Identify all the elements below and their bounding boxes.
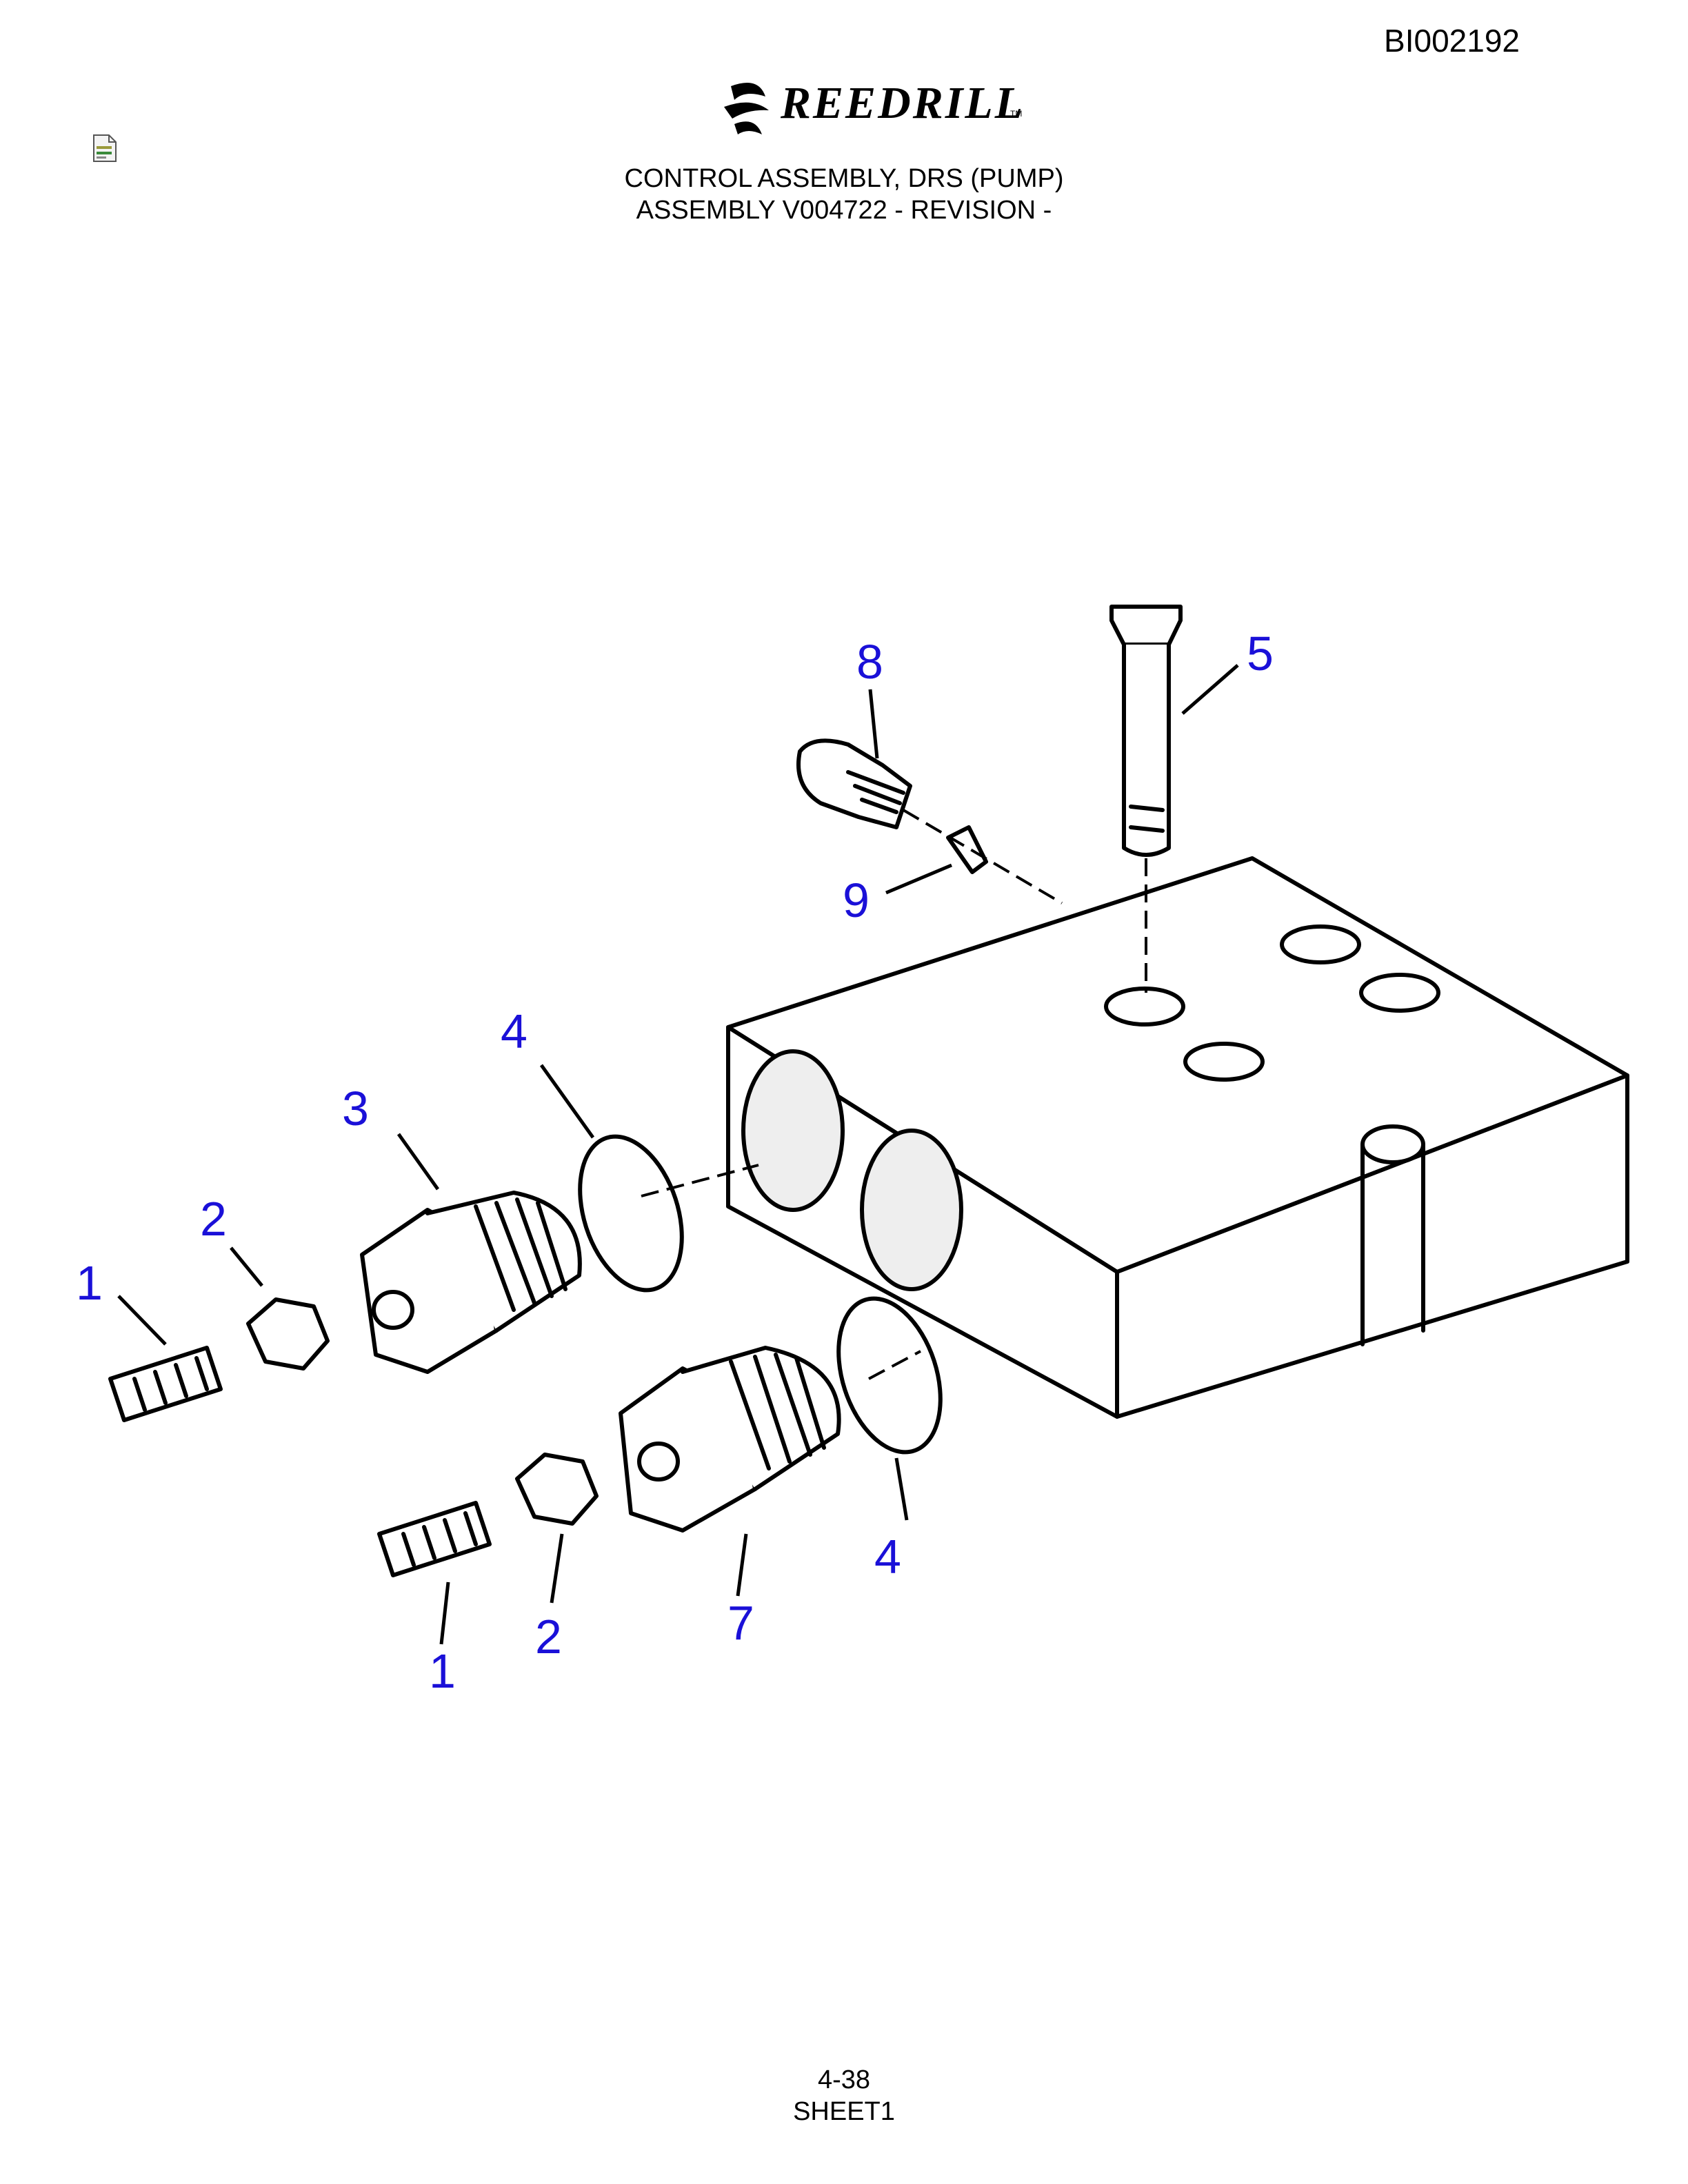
part-bolt bbox=[1109, 605, 1183, 857]
callout-2-upper: 2 bbox=[200, 1192, 227, 1246]
callout-7: 7 bbox=[727, 1596, 754, 1650]
document-file-icon[interactable] bbox=[92, 134, 117, 163]
page-title: CONTROL ASSEMBLY, DRS (PUMP) ASSEMBLY V0… bbox=[0, 163, 1688, 226]
reedrill-swirl-icon bbox=[724, 83, 769, 134]
title-line-2: ASSEMBLY V004722 - REVISION - bbox=[636, 196, 1052, 225]
part-set-screw-lower bbox=[377, 1501, 492, 1577]
valve-body bbox=[726, 856, 1629, 1419]
callout-2-lower: 2 bbox=[535, 1610, 562, 1664]
document-id: BI002192 bbox=[1384, 23, 1520, 59]
part-set-screw-upper bbox=[108, 1346, 223, 1422]
callout-4-upper: 4 bbox=[501, 1004, 528, 1058]
callout-3: 3 bbox=[342, 1082, 369, 1135]
callout-9: 9 bbox=[843, 873, 870, 927]
callout-4-lower: 4 bbox=[874, 1530, 901, 1584]
part-cartridge-upper bbox=[360, 1191, 582, 1374]
part-o-ring-upper bbox=[578, 1134, 684, 1293]
part-plug bbox=[796, 738, 912, 829]
title-line-1: CONTROL ASSEMBLY, DRS (PUMP) bbox=[624, 164, 1064, 193]
callout-1-lower: 1 bbox=[429, 1644, 456, 1698]
page-number: 4-38 bbox=[817, 2065, 871, 2094]
part-cartridge-lower bbox=[619, 1346, 841, 1533]
brand-logo: REEDRILL TM bbox=[717, 76, 1023, 138]
callout-8: 8 bbox=[856, 635, 883, 689]
callout-1-upper: 1 bbox=[76, 1256, 103, 1310]
part-pin bbox=[946, 825, 988, 874]
part-nut-lower bbox=[515, 1453, 599, 1526]
callout-5: 5 bbox=[1247, 627, 1274, 680]
sheet-number: SHEET1 bbox=[793, 2097, 895, 2126]
brand-name: REEDRILL bbox=[781, 78, 1025, 128]
page-footer: 4-38 SHEET1 bbox=[0, 2064, 1688, 2127]
brand-trademark: TM bbox=[1010, 109, 1023, 119]
part-nut-upper bbox=[246, 1297, 330, 1371]
part-o-ring-lower bbox=[836, 1296, 943, 1455]
